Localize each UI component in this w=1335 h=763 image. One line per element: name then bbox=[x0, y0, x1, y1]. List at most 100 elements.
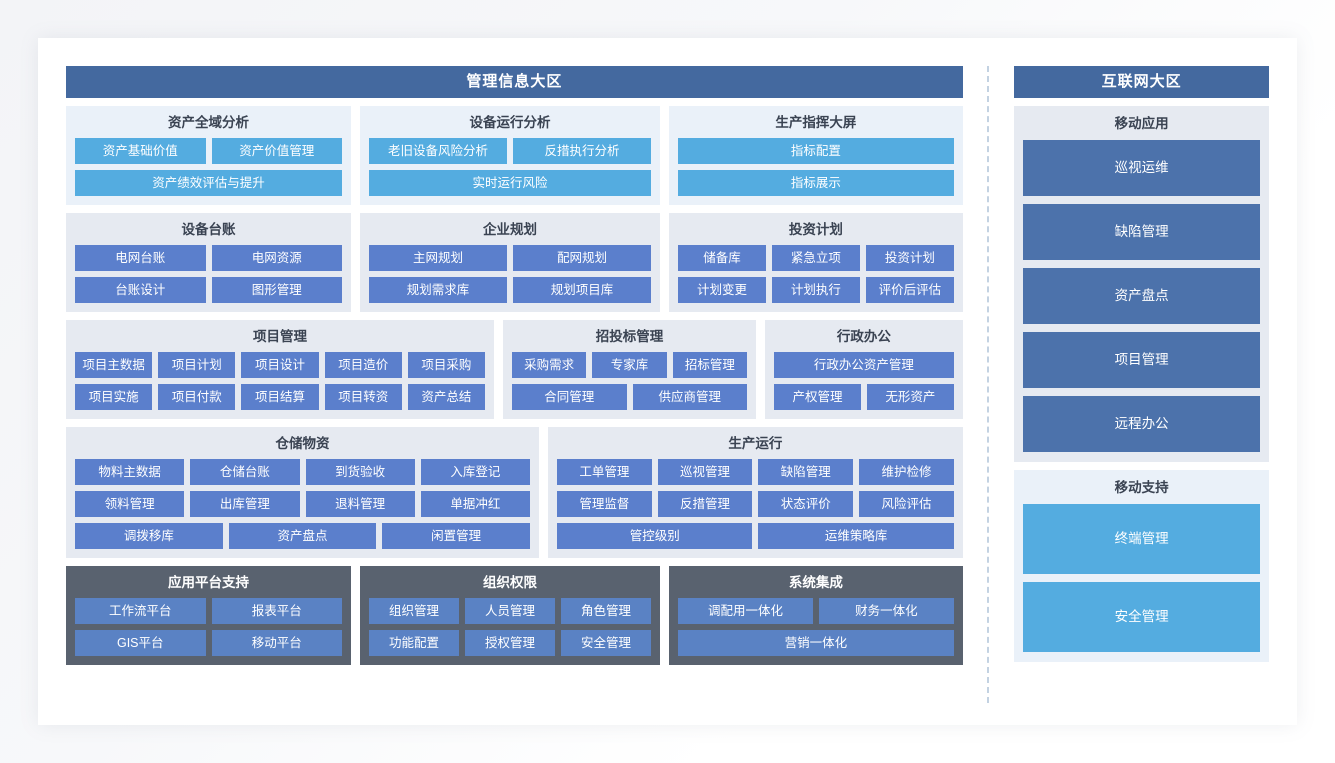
tile-contract-management[interactable]: 合同管理 bbox=[512, 384, 627, 410]
architecture-canvas: 管理信息大区 资产全域分析 资产基础价值 资产价值管理 资产绩效评估与提升 bbox=[66, 66, 1269, 703]
tile-outbound-management[interactable]: 出库管理 bbox=[190, 491, 300, 517]
tile-supplier-management[interactable]: 供应商管理 bbox=[632, 384, 747, 410]
tile-row: 组织管理 人员管理 角色管理 bbox=[369, 598, 651, 624]
tile-row: 指标展示 bbox=[678, 170, 954, 196]
tile-terminal-management[interactable]: 终端管理 bbox=[1023, 504, 1260, 574]
tile-procurement-demand[interactable]: 采购需求 bbox=[512, 352, 587, 378]
tile-main-grid-plan[interactable]: 主网规划 bbox=[369, 245, 507, 271]
tile-organization-mgmt[interactable]: 组织管理 bbox=[369, 598, 459, 624]
tile-row: 领料管理 出库管理 退料管理 单据冲红 bbox=[75, 491, 530, 517]
tile-project-implementation[interactable]: 项目实施 bbox=[75, 384, 153, 410]
tile-plan-demand-pool[interactable]: 规划需求库 bbox=[369, 277, 507, 303]
tile-dispatch-integration[interactable]: 调配用一体化 bbox=[678, 598, 813, 624]
tile-ledger-design[interactable]: 台账设计 bbox=[75, 277, 206, 303]
tile-defect-mgmt[interactable]: 缺陷管理 bbox=[758, 459, 854, 485]
tile-post-evaluation[interactable]: 评价后评估 bbox=[865, 277, 954, 303]
tile-function-config[interactable]: 功能配置 bbox=[369, 630, 459, 656]
tile-row: 指标配置 bbox=[678, 138, 954, 164]
management-zone-rows: 资产全域分析 资产基础价值 资产价值管理 资产绩效评估与提升 设备运行分析 老旧… bbox=[66, 98, 963, 703]
tile-row: 电网台账 电网资源 bbox=[75, 245, 342, 271]
tile-inbound-registration[interactable]: 入库登记 bbox=[420, 459, 530, 485]
tile-workflow-platform[interactable]: 工作流平台 bbox=[75, 598, 206, 624]
tile-intangible-assets[interactable]: 无形资产 bbox=[866, 384, 954, 410]
tile-maintenance-repair[interactable]: 维护检修 bbox=[859, 459, 954, 485]
tile-project-master-data[interactable]: 项目主数据 bbox=[75, 352, 153, 378]
tile-ops-strategy-library[interactable]: 运维策略库 bbox=[758, 523, 954, 549]
tile-document-reversal[interactable]: 单据冲红 bbox=[420, 491, 530, 517]
tile-material-return[interactable]: 退料管理 bbox=[305, 491, 415, 517]
tile-control-level[interactable]: 管控级别 bbox=[557, 523, 753, 549]
tile-asset-base-value[interactable]: 资产基础价值 bbox=[75, 138, 206, 164]
group-title: 系统集成 bbox=[788, 575, 843, 590]
tile-distribution-plan[interactable]: 配网规划 bbox=[513, 245, 651, 271]
group-title: 投资计划 bbox=[788, 222, 843, 237]
tile-asset-value-mgmt[interactable]: 资产价值管理 bbox=[211, 138, 342, 164]
tile-asset-inventory[interactable]: 资产盘点 bbox=[1023, 268, 1260, 324]
tile-asset-summary[interactable]: 资产总结 bbox=[407, 384, 486, 410]
group-title: 移动支持 bbox=[1114, 480, 1169, 495]
tile-report-platform[interactable]: 报表平台 bbox=[211, 598, 342, 624]
tile-mobile-platform[interactable]: 移动平台 bbox=[211, 630, 342, 656]
tile-finance-integration[interactable]: 财务一体化 bbox=[818, 598, 954, 624]
tile-personnel-mgmt[interactable]: 人员管理 bbox=[465, 598, 555, 624]
tile-countermeasure-mgmt[interactable]: 反措管理 bbox=[657, 491, 753, 517]
group-title: 招投标管理 bbox=[595, 329, 664, 344]
tile-plan-project-pool[interactable]: 规划项目库 bbox=[513, 277, 651, 303]
tile-authorization-mgmt[interactable]: 授权管理 bbox=[465, 630, 555, 656]
tile-plan-change[interactable]: 计划变更 bbox=[678, 277, 766, 303]
tile-security-mgmt[interactable]: 安全管理 bbox=[561, 630, 651, 656]
tile-project-management[interactable]: 项目管理 bbox=[1023, 332, 1260, 388]
tile-inspection-ops[interactable]: 巡视运维 bbox=[1023, 140, 1260, 196]
tile-work-order-mgmt[interactable]: 工单管理 bbox=[557, 459, 652, 485]
tile-project-procurement[interactable]: 项目采购 bbox=[407, 352, 486, 378]
tile-grid-ledger[interactable]: 电网台账 bbox=[75, 245, 206, 271]
group-mobile-application: 移动应用 巡视运维 缺陷管理 资产盘点 项目管理 远程办公 bbox=[1014, 106, 1269, 462]
tile-project-payment[interactable]: 项目付款 bbox=[158, 384, 236, 410]
tile-goods-acceptance[interactable]: 到货验收 bbox=[305, 459, 415, 485]
group-equipment-operation-analysis: 设备运行分析 老旧设备风险分析 反措执行分析 实时运行风险 bbox=[360, 106, 660, 205]
tile-old-equipment-risk[interactable]: 老旧设备风险分析 bbox=[369, 138, 507, 164]
tile-defect-management[interactable]: 缺陷管理 bbox=[1023, 204, 1260, 260]
tile-expert-pool[interactable]: 专家库 bbox=[592, 352, 667, 378]
tile-countermeasure-analysis[interactable]: 反措执行分析 bbox=[513, 138, 651, 164]
tile-marketing-integration[interactable]: 营销一体化 bbox=[678, 630, 954, 656]
tile-indicator-config[interactable]: 指标配置 bbox=[678, 138, 954, 164]
tile-row: 调拨移库 资产盘点 闲置管理 bbox=[75, 523, 531, 549]
group-title: 企业规划 bbox=[483, 222, 537, 237]
tile-asset-inventory[interactable]: 资产盘点 bbox=[228, 523, 377, 549]
tile-property-rights[interactable]: 产权管理 bbox=[774, 384, 861, 410]
tile-indicator-display[interactable]: 指标展示 bbox=[678, 170, 954, 196]
tile-graphic-mgmt[interactable]: 图形管理 bbox=[211, 277, 342, 303]
tile-material-master-data[interactable]: 物料主数据 bbox=[75, 459, 185, 485]
tile-project-plan[interactable]: 项目计划 bbox=[158, 352, 236, 378]
tile-gis-platform[interactable]: GIS平台 bbox=[75, 630, 206, 656]
tile-urgent-project[interactable]: 紧急立项 bbox=[771, 245, 860, 271]
group-enterprise-planning: 企业规划 主网规划 配网规划 规划需求库 规划项目库 bbox=[360, 213, 660, 312]
tile-project-settlement[interactable]: 项目结算 bbox=[241, 384, 319, 410]
group-title: 应用平台支持 bbox=[168, 575, 249, 590]
tile-risk-assessment[interactable]: 风险评估 bbox=[859, 491, 954, 517]
tile-inspection-mgmt[interactable]: 巡视管理 bbox=[657, 459, 753, 485]
tile-asset-performance[interactable]: 资产绩效评估与提升 bbox=[75, 170, 342, 196]
tile-admin-asset-mgmt[interactable]: 行政办公资产管理 bbox=[774, 352, 954, 378]
group-system-integration: 系统集成 调配用一体化 财务一体化 营销一体化 bbox=[669, 566, 963, 665]
tile-tender-management[interactable]: 招标管理 bbox=[672, 352, 747, 378]
tile-transfer-relocation[interactable]: 调拨移库 bbox=[75, 523, 223, 549]
tile-project-cost[interactable]: 项目造价 bbox=[324, 352, 402, 378]
tile-project-design[interactable]: 项目设计 bbox=[241, 352, 319, 378]
tile-plan-execution[interactable]: 计划执行 bbox=[771, 277, 860, 303]
tile-realtime-risk[interactable]: 实时运行风险 bbox=[369, 170, 651, 196]
tile-warehouse-ledger[interactable]: 仓储台账 bbox=[190, 459, 300, 485]
tile-material-requisition[interactable]: 领料管理 bbox=[75, 491, 185, 517]
group-administrative-office: 行政办公 行政办公资产管理 产权管理 无形资产 bbox=[765, 320, 963, 419]
tile-grid-resource[interactable]: 电网资源 bbox=[211, 245, 342, 271]
tile-idle-management[interactable]: 闲置管理 bbox=[382, 523, 531, 549]
tile-status-evaluation[interactable]: 状态评价 bbox=[758, 491, 854, 517]
tile-reserve-pool[interactable]: 储备库 bbox=[678, 245, 766, 271]
tile-security-management[interactable]: 安全管理 bbox=[1023, 582, 1260, 652]
tile-management-supervision[interactable]: 管理监督 bbox=[557, 491, 652, 517]
tile-investment-plan[interactable]: 投资计划 bbox=[865, 245, 954, 271]
tile-remote-office[interactable]: 远程办公 bbox=[1023, 396, 1260, 452]
tile-project-capitalization[interactable]: 项目转资 bbox=[324, 384, 402, 410]
tile-role-mgmt[interactable]: 角色管理 bbox=[561, 598, 651, 624]
